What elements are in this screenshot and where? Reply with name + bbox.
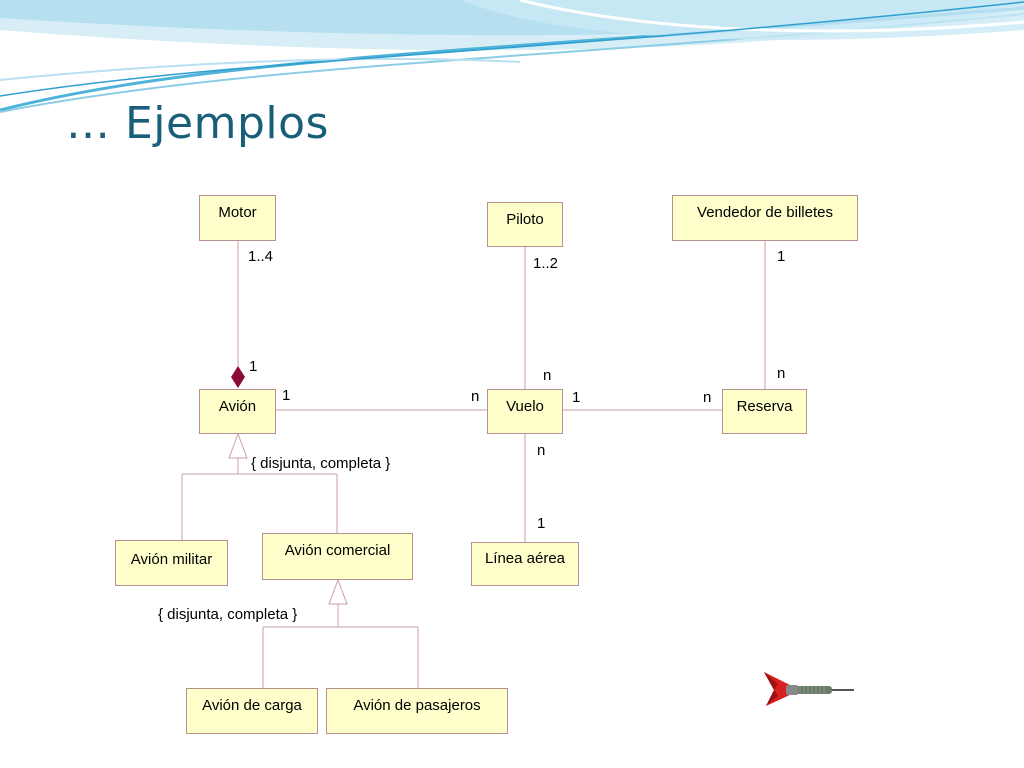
class-motor[interactable]: Motor	[199, 195, 276, 241]
composition-diamond-icon	[231, 366, 245, 388]
multiplicity-piloto: 1..2	[533, 255, 559, 272]
class-name: Avión militar	[130, 551, 213, 568]
class-name: Avión de pasajeros	[353, 697, 481, 714]
class-name: Vendedor de billetes	[697, 204, 833, 221]
class-avion-comercial[interactable]: Avión comercial	[262, 533, 413, 580]
multiplicity-avion-motor: 1	[249, 358, 258, 375]
class-name: Reserva	[736, 398, 793, 415]
class-name: Motor	[218, 204, 257, 221]
class-name: Línea aérea	[484, 550, 566, 567]
multiplicity-linea: 1	[537, 515, 546, 532]
multiplicity-motor: 1..4	[248, 248, 274, 265]
generalization-arrow-avion	[228, 432, 248, 459]
class-reserva[interactable]: Reserva	[722, 389, 807, 434]
dart-icon	[764, 672, 854, 706]
multiplicity-avion-vuelo: 1	[282, 387, 291, 404]
class-linea-aerea[interactable]: Línea aérea	[471, 542, 579, 586]
multiplicity-vendedor: 1	[777, 248, 786, 265]
class-name: Avión	[218, 398, 257, 415]
multiplicity-reserva-vuelo: n	[703, 389, 712, 406]
constraint-avion-generalization: { disjunta, completa }	[251, 455, 391, 472]
multiplicity-vuelo-avion: n	[471, 388, 480, 405]
class-avion-militar[interactable]: Avión militar	[115, 540, 228, 586]
multiplicity-vuelo-linea: n	[537, 442, 546, 459]
class-vuelo[interactable]: Vuelo	[487, 389, 563, 434]
class-avion[interactable]: Avión	[199, 389, 276, 434]
multiplicity-vuelo-reserva: 1	[572, 389, 581, 406]
class-name: Vuelo	[506, 398, 544, 415]
class-name: Avión comercial	[284, 542, 391, 559]
class-avion-de-carga[interactable]: Avión de carga	[186, 688, 318, 734]
class-piloto[interactable]: Piloto	[487, 202, 563, 247]
constraint-comercial-generalization: { disjunta, completa }	[158, 606, 298, 623]
class-vendedor-de-billetes[interactable]: Vendedor de billetes	[672, 195, 858, 241]
multiplicity-vuelo-piloto: n	[543, 367, 552, 384]
generalization-arrow-comercial	[328, 578, 348, 605]
multiplicity-reserva-vendedor: n	[777, 365, 786, 382]
class-name: Piloto	[506, 211, 544, 228]
class-name: Avión de carga	[202, 697, 302, 714]
class-avion-de-pasajeros[interactable]: Avión de pasajeros	[326, 688, 508, 734]
header-wave-decoration	[0, 0, 1024, 113]
slide-title: … Ejemplos	[66, 98, 329, 149]
